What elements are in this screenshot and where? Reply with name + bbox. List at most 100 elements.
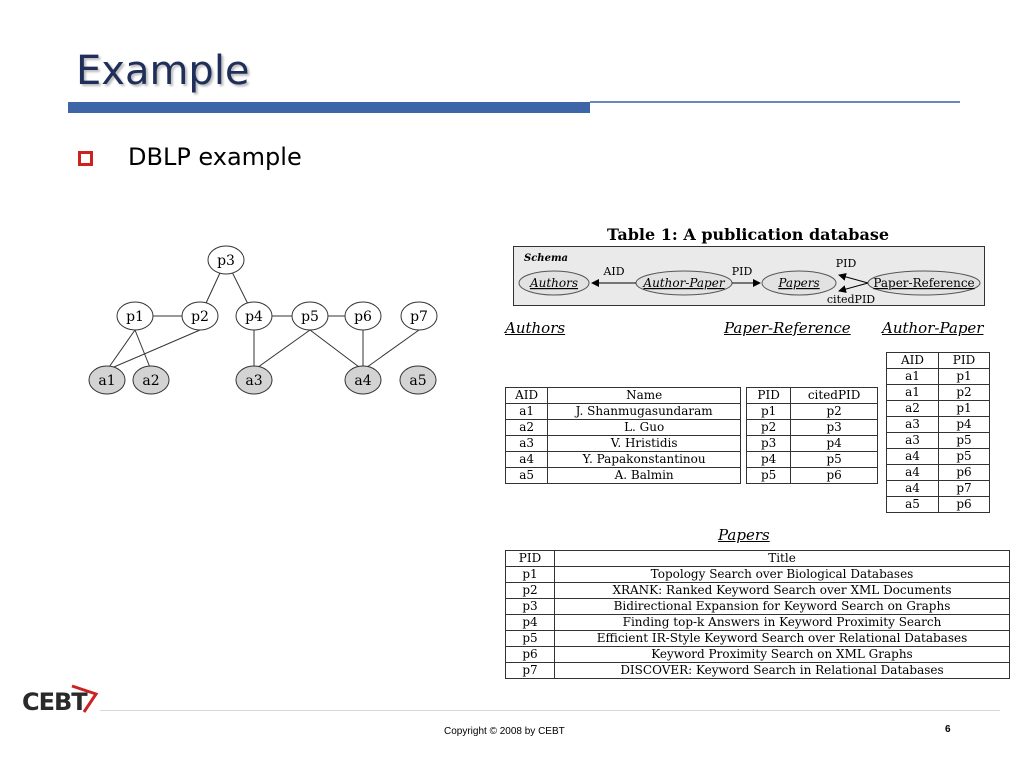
cell: p2 bbox=[505, 582, 555, 599]
cell: a3 bbox=[886, 432, 939, 449]
schema-citedpid-label: citedPID bbox=[827, 293, 875, 305]
authors-caption: Authors bbox=[505, 319, 566, 337]
cell: p7 bbox=[937, 480, 991, 497]
cell: a3 bbox=[504, 435, 549, 452]
papers-caption: Papers bbox=[718, 526, 770, 544]
node-a4: a4 bbox=[354, 373, 371, 389]
cell: p1 bbox=[745, 403, 792, 420]
cell: Efficient IR-Style Keyword Search over R… bbox=[554, 630, 1010, 647]
cell: p4 bbox=[790, 435, 878, 452]
cell: a4 bbox=[886, 480, 939, 497]
cell: a4 bbox=[886, 464, 939, 481]
cell: Y. Papakonstantinou bbox=[547, 451, 741, 468]
cell: p5 bbox=[505, 630, 555, 647]
cell: p3 bbox=[505, 598, 555, 615]
cell: p4 bbox=[745, 451, 792, 468]
cell: a4 bbox=[504, 451, 549, 468]
node-p1: p1 bbox=[126, 309, 144, 325]
cell: p3 bbox=[745, 435, 792, 452]
table-caption: Table 1: A publication database bbox=[606, 225, 890, 244]
cell: p1 bbox=[937, 400, 991, 417]
cell: p3 bbox=[790, 419, 878, 436]
schema-papers: Papers bbox=[777, 276, 819, 290]
node-a2: a2 bbox=[142, 373, 159, 389]
node-p7: p7 bbox=[410, 309, 428, 325]
cell: p6 bbox=[505, 646, 555, 663]
bullet-square-icon bbox=[78, 151, 93, 166]
cell: p2 bbox=[745, 419, 792, 436]
cell: L. Guo bbox=[547, 419, 741, 436]
cell: Bidirectional Expansion for Keyword Sear… bbox=[554, 598, 1010, 615]
dblp-graph: p3 p1 p2 p4 p5 p6 p7 a1 a2 a3 a4 a5 bbox=[88, 245, 438, 395]
cell: a4 bbox=[886, 448, 939, 465]
cell: p5 bbox=[937, 432, 991, 449]
cell: Finding top-k Answers in Keyword Proximi… bbox=[554, 614, 1010, 631]
table-header: citedPID bbox=[790, 387, 878, 404]
footer-rule bbox=[100, 710, 1000, 711]
cell: a1 bbox=[886, 384, 939, 401]
logo-flag-icon bbox=[71, 684, 99, 713]
cell: p1 bbox=[937, 368, 991, 385]
page-number: 6 bbox=[945, 724, 951, 735]
node-a3: a3 bbox=[245, 373, 262, 389]
copyright-text: Copyright © 2008 by CEBT bbox=[444, 726, 565, 737]
cell: p6 bbox=[937, 496, 991, 513]
cell: p2 bbox=[790, 403, 878, 420]
cell: A. Balmin bbox=[547, 467, 741, 484]
cell: Topology Search over Biological Database… bbox=[554, 566, 1010, 583]
schema-author-paper: Author-Paper bbox=[642, 276, 725, 290]
cell: a2 bbox=[886, 400, 939, 417]
schema-pid-label: PID bbox=[732, 265, 753, 278]
author-paper-caption: Author-Paper bbox=[882, 319, 984, 337]
cell: a3 bbox=[886, 416, 939, 433]
paper-reference-caption: Paper-Reference bbox=[724, 319, 851, 337]
schema-box: Schema Authors Author-Paper Papers Paper… bbox=[513, 246, 985, 306]
node-p6: p6 bbox=[354, 309, 372, 325]
table-header: PID bbox=[745, 387, 792, 404]
table-header: PID bbox=[505, 550, 555, 567]
schema-aid-label: AID bbox=[602, 265, 624, 278]
bullet-text: DBLP example bbox=[128, 143, 302, 171]
cell: p4 bbox=[937, 416, 991, 433]
cell: a2 bbox=[504, 419, 549, 436]
cell: p4 bbox=[505, 614, 555, 631]
node-a1: a1 bbox=[98, 373, 115, 389]
node-a5: a5 bbox=[409, 373, 426, 389]
slide-title: Example bbox=[76, 48, 250, 94]
cell: Keyword Proximity Search on XML Graphs bbox=[554, 646, 1010, 663]
cell: a5 bbox=[886, 496, 939, 513]
node-p4: p4 bbox=[245, 309, 263, 325]
cell: a1 bbox=[886, 368, 939, 385]
table-header: PID bbox=[937, 352, 991, 369]
table-header: Title bbox=[554, 550, 1010, 567]
cell: p5 bbox=[790, 451, 878, 468]
cell: DISCOVER: Keyword Search in Relational D… bbox=[554, 662, 1010, 679]
cell: J. Shanmugasundaram bbox=[547, 403, 741, 420]
node-p3: p3 bbox=[217, 253, 235, 269]
schema-label: Schema bbox=[524, 253, 568, 264]
cell: p6 bbox=[790, 467, 878, 484]
cell: p5 bbox=[937, 448, 991, 465]
